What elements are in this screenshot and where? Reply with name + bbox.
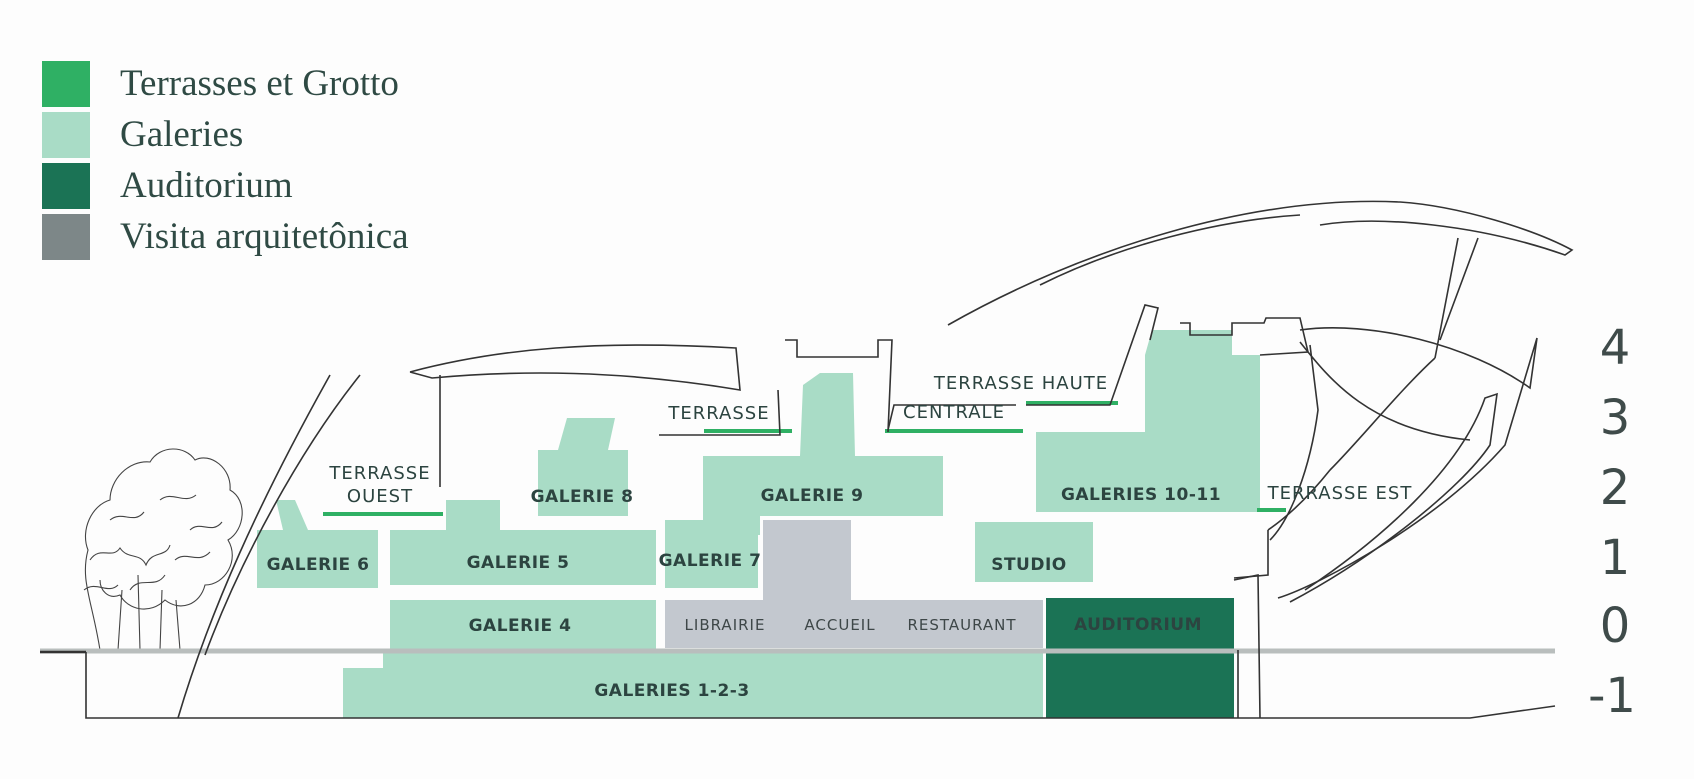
legend-item-auditorium: Auditorium (42, 160, 409, 211)
legend-label-architecture-visit: Visita arquitetônica (120, 216, 409, 257)
galerie-7-block (665, 520, 758, 588)
terrace-labels: TERRASSE OUEST TERRASSE TERRASSE HAUTE C… (328, 373, 1413, 507)
label-galeries-10-11: GALERIES 10-11 (1061, 485, 1221, 505)
legend-swatch-terraces (42, 60, 90, 107)
legend-item-architecture-visit: Visita arquitetônica (42, 211, 409, 262)
galerie-9-block (703, 373, 943, 535)
label-restaurant: RESTAURANT (907, 616, 1016, 634)
label-terrasse-haute: TERRASSE HAUTE (933, 373, 1108, 394)
label-galeries-1-2-3: GALERIES 1-2-3 (594, 681, 749, 701)
label-terrasse-ouest-1: TERRASSE (328, 463, 430, 484)
label-studio: STUDIO (991, 555, 1067, 575)
building-outline (85, 200, 1574, 719)
label-auditorium: AUDITORIUM (1074, 615, 1202, 635)
studio-block (975, 522, 1093, 582)
galerie-6-block (257, 500, 378, 588)
legend-label-terraces: Terrasses et Grotto (120, 63, 399, 104)
galerie-8-block (538, 418, 628, 516)
level-1: 1 (1600, 530, 1631, 586)
legend-item-terraces: Terrasses et Grotto (42, 58, 409, 109)
legend-label-galleries: Galeries (120, 114, 244, 155)
galerie-4-block (390, 600, 656, 650)
zone-labels: GALERIE 6 GALERIE 5 GALERIE 8 GALERIE 9 … (267, 485, 1221, 701)
galerie-5-block (390, 500, 656, 585)
label-galerie-6: GALERIE 6 (267, 555, 370, 575)
visit-block (665, 520, 1043, 648)
label-accueil: ACCUEIL (804, 616, 875, 634)
level-scale: 4 3 2 1 0 -1 (1588, 320, 1636, 724)
level-minus-1: -1 (1588, 668, 1636, 724)
legend-swatch-auditorium (42, 162, 90, 209)
legend: Terrasses et Grotto Galeries Auditorium … (42, 58, 409, 262)
auditorium-upper (1046, 598, 1234, 650)
legend-swatch-architecture-visit (42, 213, 90, 260)
terrace-lines (323, 401, 1286, 516)
legend-item-galleries: Galeries (42, 109, 409, 160)
level-3: 3 (1600, 390, 1631, 446)
label-galerie-5: GALERIE 5 (467, 553, 570, 573)
label-terrasse: TERRASSE (667, 403, 769, 424)
legend-label-auditorium: Auditorium (120, 165, 293, 206)
label-terrasse-ouest-2: OUEST (347, 486, 413, 507)
galeries-1-2-3-block (343, 650, 1043, 718)
tree-illustration (83, 448, 243, 651)
legend-swatch-galleries (42, 111, 90, 158)
auditorium-blocks (1046, 598, 1234, 718)
level-2: 2 (1600, 460, 1631, 516)
gallery-blocks (257, 330, 1260, 718)
label-galerie-4: GALERIE 4 (469, 616, 572, 636)
label-librairie: LIBRAIRIE (685, 616, 766, 634)
label-galerie-7: GALERIE 7 (659, 551, 762, 571)
label-galerie-8: GALERIE 8 (531, 487, 634, 507)
galeries-10-11-block (1036, 330, 1260, 512)
level-4: 4 (1600, 320, 1631, 376)
label-galerie-9: GALERIE 9 (761, 486, 864, 506)
level-0: 0 (1600, 598, 1631, 654)
auditorium-lower (1046, 652, 1234, 718)
label-terrasse-centrale: CENTRALE (903, 402, 1005, 423)
label-terrasse-est: TERRASSE EST (1267, 483, 1413, 504)
